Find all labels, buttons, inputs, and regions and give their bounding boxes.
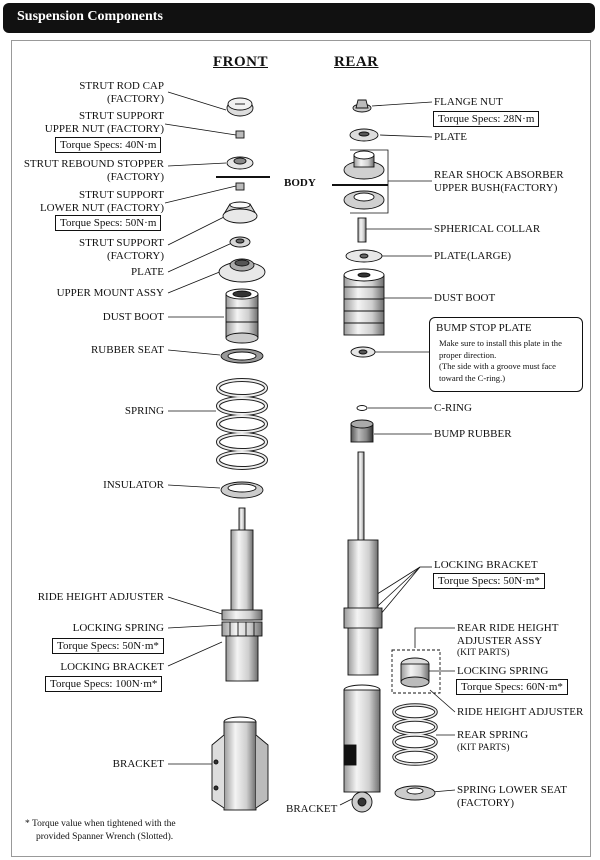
front-bracket-label: BRACKET: [112, 758, 164, 770]
front-torque-50-box: Torque Specs: 50N·m: [55, 215, 162, 231]
front-ride-height-adjuster-label: RIDE HEIGHT ADJUSTER: [37, 591, 164, 603]
bump-stop-plate-note: BUMP STOP PLATE Make sure to install thi…: [429, 317, 583, 392]
c-ring-label: C-RING: [434, 402, 472, 414]
diagram-frame: [11, 40, 591, 857]
rear-spring-label: REAR SPRING(KIT PARTS): [457, 729, 529, 753]
front-locking-spring-label: LOCKING SPRING: [72, 622, 164, 634]
bump-stop-plate-title: BUMP STOP PLATE: [436, 322, 532, 334]
front-column-title: FRONT: [213, 54, 268, 70]
section-title: Suspension Components: [17, 9, 163, 24]
front-torque-40-box: Torque Specs: 40N·m: [55, 137, 162, 153]
insulator-label: INSULATOR: [103, 479, 164, 491]
front-torque-100-star-box: Torque Specs: 100N·m*: [45, 676, 163, 692]
torque-footnote: * Torque value when tightened with the p…: [25, 819, 176, 842]
rear-locking-spring-label: LOCKING SPRING: [457, 665, 549, 677]
rear-locking-bracket-label: LOCKING BRACKET: [434, 559, 538, 571]
front-strut-assembly: [211, 97, 270, 811]
bump-rubber-label: BUMP RUBBER: [434, 428, 512, 440]
rubber-seat-label: RUBBER SEAT: [90, 344, 164, 356]
rear-shock-assembly: [332, 99, 441, 813]
front-plate-label: PLATE: [131, 266, 164, 278]
rear-torque-28-box: Torque Specs: 28N·m: [433, 111, 540, 127]
front-dust-boot-label: DUST BOOT: [102, 311, 164, 323]
rear-column-title: REAR: [334, 54, 379, 70]
rear-dust-boot-label: DUST BOOT: [434, 292, 496, 304]
flange-nut-label: FLANGE NUT: [434, 96, 503, 108]
plate-large-label: PLATE(LARGE): [434, 250, 511, 262]
spring-lower-seat-label: SPRING LOWER SEAT(FACTORY): [457, 784, 568, 809]
front-locking-bracket-label: LOCKING BRACKET: [60, 661, 164, 673]
bump-stop-plate-text: Make sure to install this plate in the p…: [439, 338, 562, 383]
body-label: BODY: [284, 177, 316, 189]
spring-label: SPRING: [124, 405, 164, 417]
rear-plate-label: PLATE: [434, 131, 467, 143]
rear-torque-50-star-box: Torque Specs: 50N·m*: [433, 573, 545, 589]
strut-support-label: STRUT SUPPORT(FACTORY): [78, 237, 164, 262]
strut-rod-cap-label: STRUT ROD CAP(FACTORY): [79, 80, 164, 105]
strut-rebound-stopper-label: STRUT REBOUND STOPPER(FACTORY): [23, 158, 164, 183]
spherical-collar-label: SPHERICAL COLLAR: [434, 223, 541, 235]
rear-torque-60-star-box: Torque Specs: 60N·m*: [456, 679, 568, 695]
front-torque-50-star-box: Torque Specs: 50N·m*: [52, 638, 164, 654]
leader-lines: [164, 91, 456, 806]
section-header: Suspension Components: [3, 3, 595, 33]
rear-bracket-label: BRACKET: [286, 803, 338, 815]
rear-ride-height-adjuster-label: RIDE HEIGHT ADJUSTER: [457, 706, 584, 718]
upper-mount-assy-label: UPPER MOUNT ASSY: [56, 287, 164, 299]
